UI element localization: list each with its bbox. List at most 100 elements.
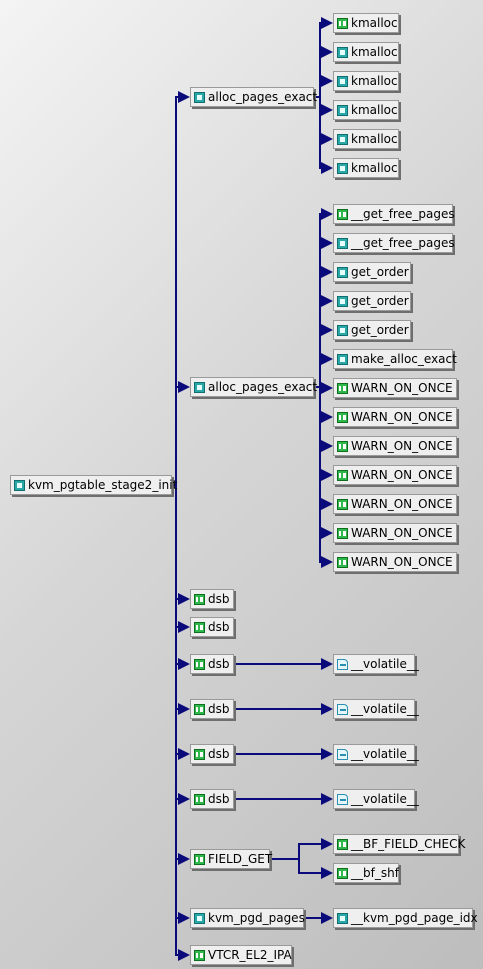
node-gfp2[interactable]: __get_free_pages [333,233,455,253]
node-field-get[interactable]: FIELD_GET [190,849,272,869]
node-alloc-exact-1[interactable]: alloc_pages_exact [190,87,317,107]
edge-root-to-dsb-3 [172,484,190,670]
edge-root-to-dsb-5 [172,484,190,760]
node-km4[interactable]: kmalloc [333,100,399,120]
node-km6[interactable]: kmalloc [333,158,399,178]
node-km1[interactable]: kmalloc [333,13,399,33]
node-label: kmalloc [351,74,398,88]
node-vtcr[interactable]: VTCR_EL2_IPA [190,945,292,965]
macro-icon [194,949,205,961]
node-vol3[interactable]: __volatile__ [333,744,419,764]
edge-root-to-vtcr [172,484,190,961]
node-root[interactable]: kvm_pgtable_stage2_init [10,475,177,495]
node-km5[interactable]: kmalloc [333,129,399,149]
node-vol4[interactable]: __volatile__ [333,789,419,809]
node-dsb-4[interactable]: dsb [190,699,234,719]
node-label: __BF_FIELD_CHECK [351,837,466,851]
node-label: dsb [208,792,230,806]
edge-field-get-to-bfc [270,838,333,860]
node-bfs[interactable]: __bf_shf [333,863,399,883]
node-label: kmalloc [351,132,398,146]
node-label: kvm_pgtable_stage2_init [28,478,178,492]
node-label: alloc_pages_exact [208,380,318,394]
macro-icon [337,527,348,539]
macro-icon [337,469,348,481]
node-label: __kvm_pgd_page_idx [351,911,478,925]
edge-alloc-exact-2-to-go2 [314,295,333,388]
node-w1[interactable]: WARN_ON_ONCE [333,378,457,398]
node-vol1[interactable]: __volatile__ [333,654,419,674]
node-label: WARN_ON_ONCE [351,555,453,569]
edge-root-to-dsb-2 [172,484,190,633]
variable-icon [337,703,348,715]
function-icon [337,75,348,87]
node-label: __get_free_pages [351,207,455,221]
node-label: make_alloc_exact [351,352,457,366]
node-label: dsb [208,747,230,761]
node-go3[interactable]: get_order [333,320,411,340]
node-go1[interactable]: get_order [333,262,411,282]
node-gfp1[interactable]: __get_free_pages [333,204,455,224]
function-icon [337,237,348,249]
node-km2[interactable]: kmalloc [333,42,399,62]
edge-alloc-exact-2-to-w4 [314,386,333,481]
macro-icon [194,793,205,805]
function-icon [337,324,348,336]
node-label: kmalloc [351,161,398,175]
edge-alloc-exact-1-to-km1 [314,17,333,98]
macro-icon [194,748,205,760]
edge-alloc-exact-2-to-w6 [314,386,333,539]
edge-root-to-field-get [172,484,190,865]
node-label: __volatile__ [351,657,419,671]
node-w6[interactable]: WARN_ON_ONCE [333,523,457,543]
function-icon [337,353,348,365]
edge-root-to-dsb-6 [172,484,190,805]
node-kvm-pgd-pages[interactable]: kvm_pgd_pages [190,908,305,928]
edge-root-to-dsb-4 [172,484,190,715]
node-w5[interactable]: WARN_ON_ONCE [333,494,457,514]
node-pgdidx[interactable]: __kvm_pgd_page_idx [333,908,478,928]
node-dsb-1[interactable]: dsb [190,589,234,609]
macro-icon [194,703,205,715]
macro-icon [337,382,348,394]
node-w2[interactable]: WARN_ON_ONCE [333,407,457,427]
macro-icon [337,411,348,423]
function-icon [194,912,205,924]
function-icon [337,133,348,145]
edge-root-to-dsb-1 [172,484,190,605]
node-dsb-3[interactable]: dsb [190,654,234,674]
macro-icon [337,556,348,568]
macro-icon [337,17,348,29]
node-vol2[interactable]: __volatile__ [333,699,419,719]
node-mae[interactable]: make_alloc_exact [333,349,457,369]
node-dsb-5[interactable]: dsb [190,744,234,764]
node-label: dsb [208,657,230,671]
node-dsb-2[interactable]: dsb [190,617,234,637]
node-dsb-6[interactable]: dsb [190,789,234,809]
variable-icon [337,793,348,805]
node-alloc-exact-2[interactable]: alloc_pages_exact [190,377,318,397]
node-bfc[interactable]: __BF_FIELD_CHECK [333,834,465,854]
node-label: kmalloc [351,16,398,30]
node-label: get_order [351,294,409,308]
node-label: dsb [208,592,230,606]
node-go2[interactable]: get_order [333,291,411,311]
macro-icon [194,853,205,865]
node-w7[interactable]: WARN_ON_ONCE [333,552,457,572]
macro-icon [337,498,348,510]
macro-icon [194,658,205,670]
node-w3[interactable]: WARN_ON_ONCE [333,436,457,456]
node-label: __get_free_pages [351,236,455,250]
edge-alloc-exact-2-to-w7 [314,386,333,568]
node-label: kmalloc [351,45,398,59]
node-label: kmalloc [351,103,398,117]
edge-root-to-alloc-exact-2 [172,381,190,486]
edge-alloc-exact-1-to-km6 [314,96,333,174]
function-icon [194,381,205,393]
node-w4[interactable]: WARN_ON_ONCE [333,465,457,485]
node-label: WARN_ON_ONCE [351,526,453,540]
edge-field-get-to-bfs [270,858,333,879]
node-label: VTCR_EL2_IPA [208,948,292,962]
node-km3[interactable]: kmalloc [333,71,399,91]
